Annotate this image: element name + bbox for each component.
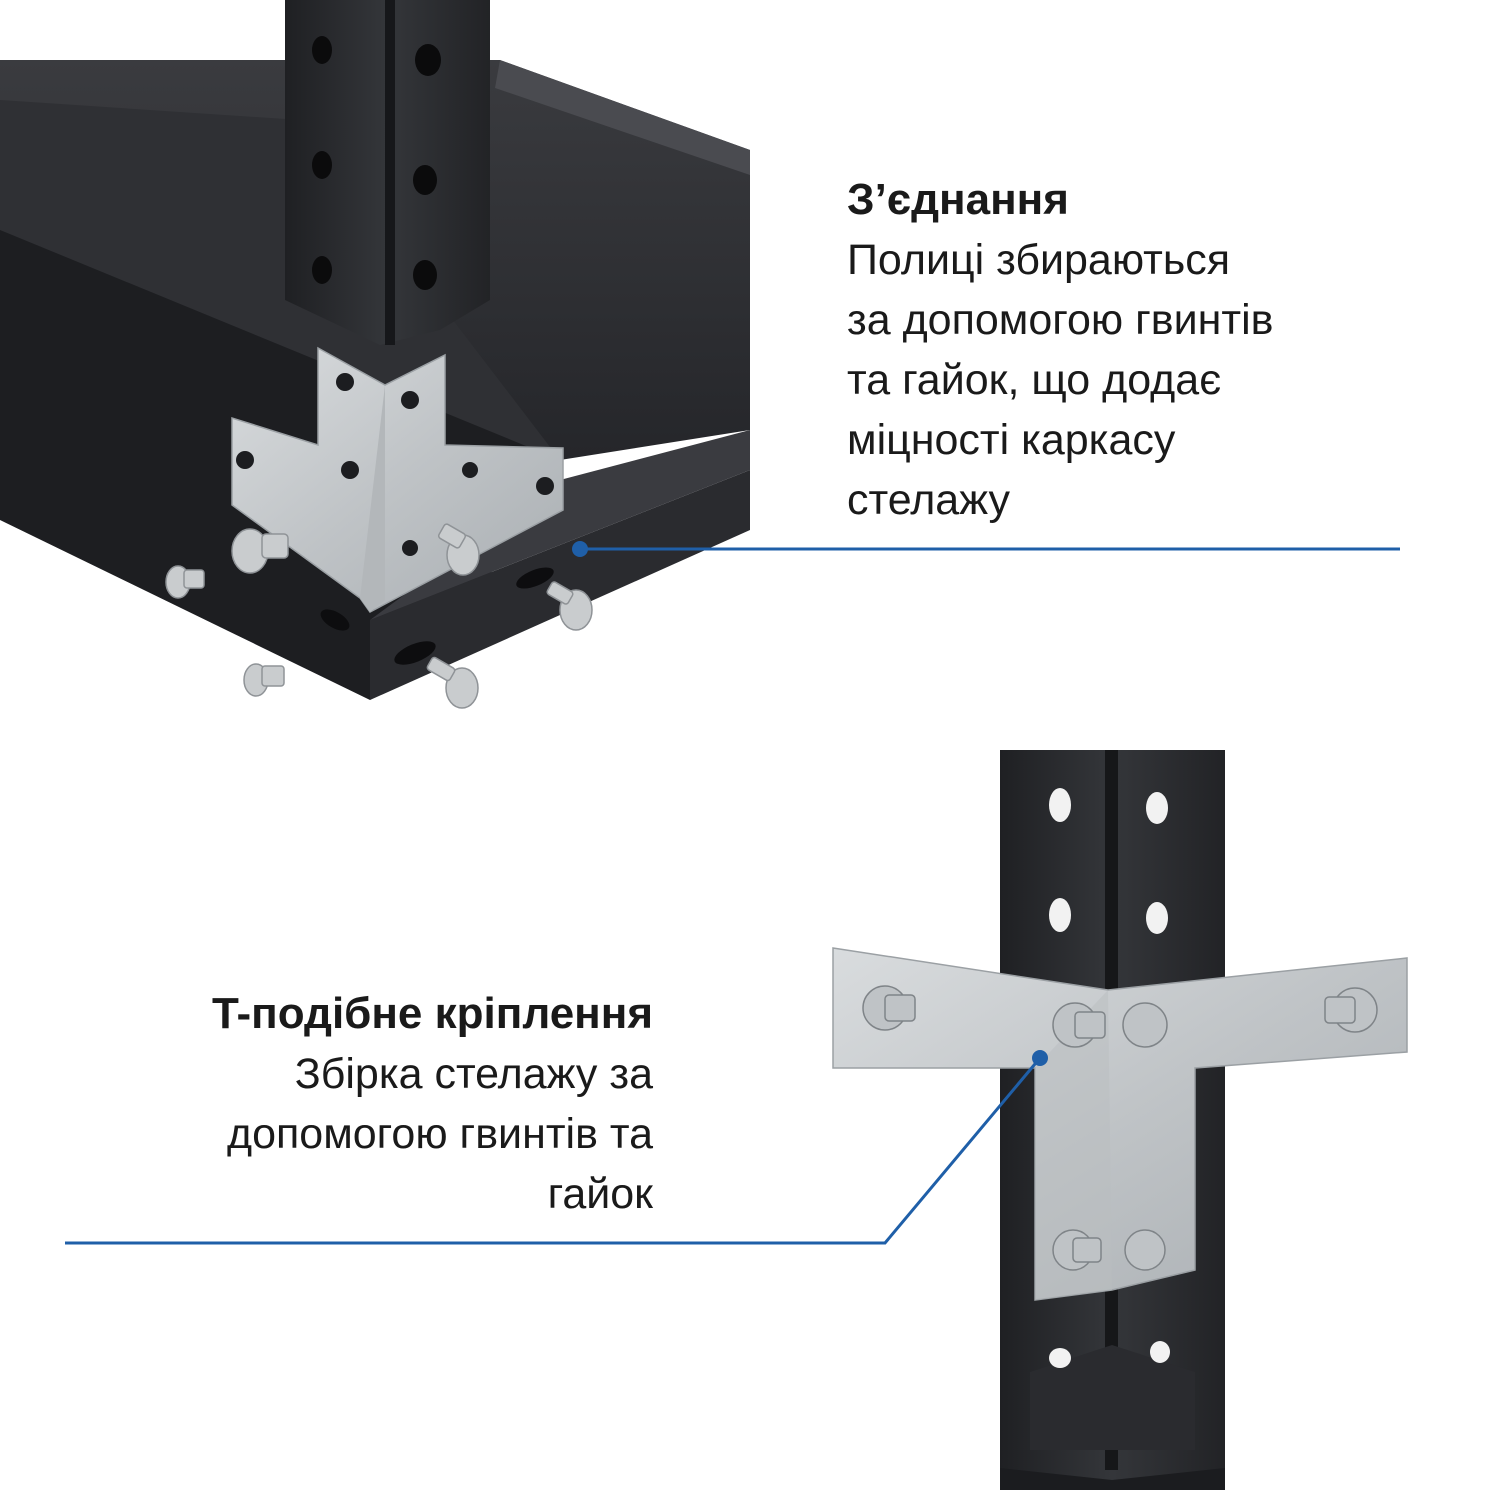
callout-connection: З’єднання Полиці збираються за допомогою… [847,170,1274,530]
callout-connection-line: міцності каркасу [847,416,1176,464]
callout-connection-line: та гайок, що додає [847,356,1222,404]
t-bracket-illustration [65,750,1408,1500]
callout-connection-line: Полиці збираються [847,236,1231,284]
callout-t-bracket-title: T-подібне кріплення [212,989,653,1038]
callout-connection-line: за допомогою гвинтів [847,296,1274,344]
callout-t-bracket-line: гайок [547,1170,653,1218]
callout-connection-line: стелажу [847,476,1010,524]
callout-connection-title: З’єднання [847,175,1069,224]
callout-t-bracket-line: Збірка стелажу за [294,1050,653,1098]
callout-t-bracket-line: допомогою гвинтів та [227,1110,653,1158]
callout-t-bracket: T-подібне кріплення Збірка стелажу за до… [212,984,653,1224]
shelf-corner-illustration [0,0,1400,709]
